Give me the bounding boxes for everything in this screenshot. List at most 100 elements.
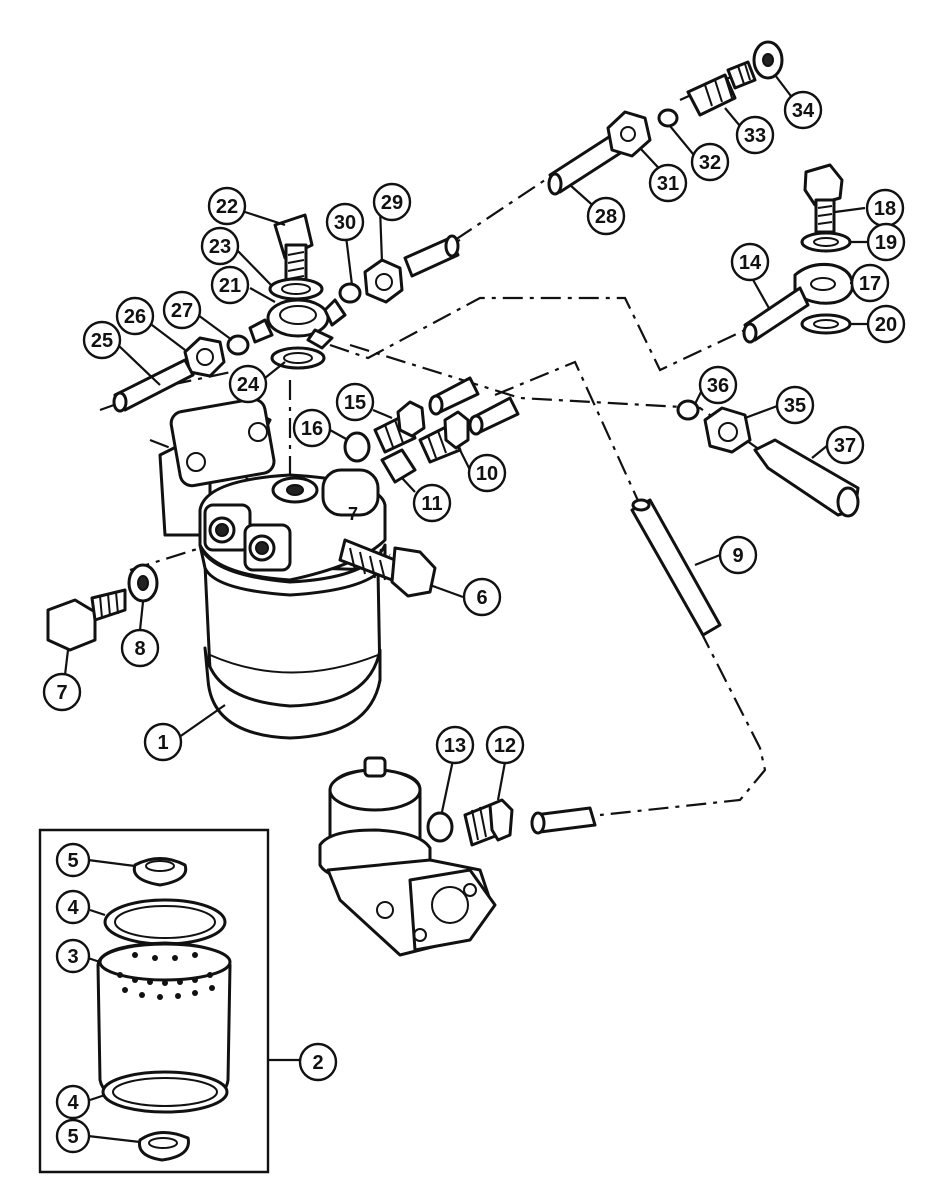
callout-8: 8 — [120, 628, 160, 668]
pipe-stub — [403, 234, 460, 278]
nut-31 — [606, 110, 652, 158]
olive-27 — [226, 334, 250, 356]
callout-label: 8 — [134, 638, 145, 660]
callout-label: 24 — [237, 374, 260, 396]
callout-7: 7 — [42, 672, 82, 712]
callout-label: 10 — [476, 463, 498, 485]
callout-36: 36 — [698, 365, 738, 405]
washer-20 — [800, 313, 852, 335]
callout-label: 22 — [216, 196, 238, 218]
callout-24: 24 — [228, 364, 268, 404]
callout-15: 15 — [335, 382, 375, 422]
callout-label: 20 — [875, 314, 897, 336]
callout-label: 13 — [444, 735, 466, 757]
callout-label: 19 — [875, 232, 897, 254]
pipe-stub-pump — [530, 806, 597, 835]
nut-29 — [363, 258, 404, 304]
adaptor-33 — [686, 60, 757, 117]
adaptor-10 — [418, 410, 470, 464]
callout-4a: 4 — [55, 889, 91, 925]
banjo-bolt-18 — [803, 163, 844, 234]
callout-label: 26 — [124, 306, 146, 328]
callout-6: 6 — [462, 577, 502, 617]
callout-35: 35 — [775, 385, 815, 425]
callout-label: 30 — [334, 212, 356, 234]
callout-label: 15 — [344, 392, 366, 414]
callout-21: 21 — [210, 265, 250, 305]
adaptor-15 — [373, 400, 426, 454]
filter-head: 7 — [158, 397, 387, 597]
callout-label: 31 — [657, 173, 679, 195]
callout-label: 1 — [157, 732, 168, 754]
olive-11 — [380, 448, 417, 484]
banjo-union-21 — [248, 298, 347, 350]
adaptor-12 — [463, 798, 514, 847]
through-bolt — [338, 538, 437, 598]
callout-label: 16 — [301, 418, 323, 440]
callout-9: 9 — [718, 535, 758, 575]
callout-label: 4 — [67, 1092, 79, 1114]
callout-label: 33 — [744, 125, 766, 147]
callout-11: 11 — [412, 483, 452, 523]
olive-16 — [343, 431, 371, 463]
hose-tail-37 — [753, 438, 860, 518]
callout-label: 14 — [739, 252, 762, 274]
callout-label: 12 — [494, 735, 516, 757]
lift-pump — [318, 756, 497, 957]
callout-14: 14 — [730, 242, 770, 282]
callout-27: 27 — [162, 290, 202, 330]
callout-label: 17 — [859, 273, 881, 295]
nut-35 — [703, 406, 752, 454]
washer-8 — [127, 563, 159, 603]
callout-label: 27 — [171, 300, 193, 322]
callout-label: 28 — [595, 206, 617, 228]
olive-30 — [338, 282, 362, 304]
filter-housing — [203, 563, 382, 740]
pipe-25 — [112, 358, 195, 413]
callout-26: 26 — [115, 296, 155, 336]
pipe-9 — [630, 498, 722, 637]
callout-label: 11 — [421, 493, 442, 515]
callout-1: 1 — [143, 722, 183, 762]
callout-28: 28 — [586, 196, 626, 236]
callout-18: 18 — [865, 188, 905, 228]
callout-label: 5 — [67, 1126, 78, 1148]
callout-label: 29 — [381, 192, 403, 214]
callout-label: 18 — [874, 198, 896, 220]
callout-label: 35 — [784, 395, 806, 417]
callout-label: 21 — [219, 275, 241, 297]
callout-19: 19 — [866, 222, 906, 262]
callout-17: 17 — [850, 263, 890, 303]
element-kit-inset — [38, 828, 270, 1174]
callout-13: 13 — [435, 725, 475, 765]
callout-33: 33 — [735, 115, 775, 155]
callout-label: 6 — [476, 587, 487, 609]
callout-32: 32 — [690, 142, 730, 182]
washer-23 — [268, 277, 324, 301]
callout-5a: 5 — [55, 842, 91, 878]
callout-label: 34 — [792, 100, 815, 122]
embossed-mark: 7 — [348, 504, 358, 524]
callout-25: 25 — [82, 320, 122, 360]
callout-label: 2 — [312, 1052, 323, 1074]
callout-34: 34 — [783, 90, 823, 130]
callout-22: 22 — [207, 186, 247, 226]
callout-label: 3 — [67, 946, 78, 968]
callout-3: 3 — [55, 938, 91, 974]
callout-37: 37 — [825, 425, 865, 465]
callout-label: 25 — [91, 330, 113, 352]
pipe-14 — [742, 286, 810, 344]
callout-label: 37 — [834, 435, 856, 457]
callout-label: 4 — [67, 897, 79, 919]
element-perforations — [117, 952, 215, 1000]
olive-13 — [426, 811, 454, 843]
callout-30: 30 — [325, 202, 365, 242]
callout-label: 36 — [707, 375, 729, 397]
banjo-17 — [793, 263, 854, 305]
olive-36 — [676, 399, 700, 421]
callout-12: 12 — [485, 725, 525, 765]
callout-2: 2 — [298, 1042, 338, 1082]
callout-10: 10 — [467, 453, 507, 493]
callout-5b: 5 — [55, 1118, 91, 1154]
